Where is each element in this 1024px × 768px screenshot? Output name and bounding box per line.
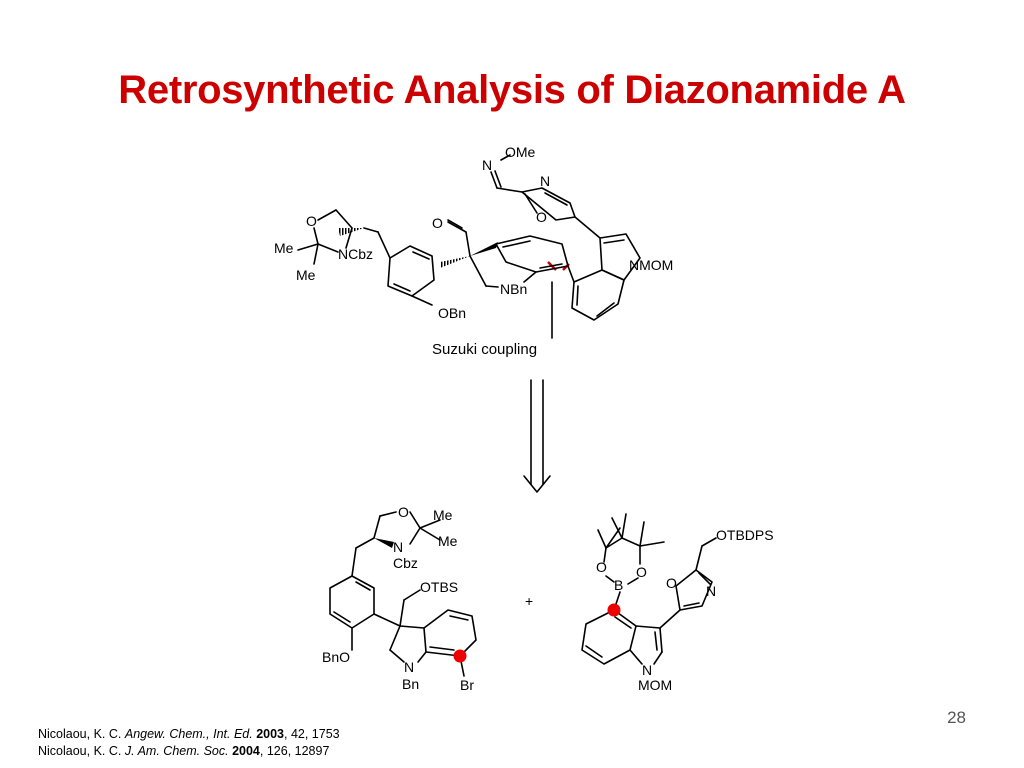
- right-oxazole-n-label: N: [706, 583, 716, 599]
- reference-2-journal: J. Am. Chem. Soc.: [124, 744, 229, 758]
- methyl-label-1: Me: [274, 240, 294, 256]
- page-number: 28: [947, 708, 966, 727]
- boronate-o-label-1: O: [596, 559, 607, 575]
- reference-2: Nicolaou, K. C. J. Am. Chem. Soc. 2004, …: [38, 743, 340, 760]
- slide-title: Retrosynthetic Analysis of Diazonamide A: [118, 68, 906, 112]
- plus-sign: +: [525, 593, 533, 609]
- reference-2-author: Nicolaou, K. C.: [38, 744, 122, 758]
- right-indole-n-label: N: [642, 662, 652, 678]
- ome-label: OMe: [505, 144, 536, 160]
- left-methyl-label-2: Me: [438, 533, 458, 549]
- oxazolidine-o-label: O: [306, 213, 317, 229]
- right-fragment: O O B OTBDPS O N N MOM: [581, 513, 774, 693]
- boron-label: B: [614, 577, 623, 593]
- references: Nicolaou, K. C. Angew. Chem., Int. Ed. 2…: [38, 726, 340, 760]
- oxazole-n-label: N: [540, 173, 550, 189]
- target-molecule: OMe N N O O O Me Me NCbz NBn OBn NMOM: [274, 144, 673, 339]
- otbs-label: OTBS: [420, 579, 458, 595]
- right-oxazole-o-label: O: [666, 575, 677, 591]
- reference-2-year: 2004: [232, 744, 260, 758]
- reference-1-year: 2003: [256, 727, 285, 741]
- reference-1-journal: Angew. Chem., Int. Ed.: [124, 727, 253, 741]
- reference-2-volume-pages: , 126, 12897: [259, 744, 330, 758]
- disconnection-label: Suzuki coupling: [432, 341, 537, 358]
- left-n-label: N: [393, 539, 403, 555]
- bno-label: BnO: [322, 649, 350, 665]
- left-o-label: O: [398, 504, 409, 520]
- nbn-label: NBn: [500, 281, 527, 297]
- mom-label: MOM: [638, 677, 672, 693]
- nmom-label: NMOM: [629, 257, 673, 273]
- retrosynthetic-arrow: [523, 379, 551, 493]
- br-label: Br: [460, 677, 474, 693]
- indoline-n-label: N: [404, 659, 414, 675]
- bn-label: Bn: [402, 676, 419, 692]
- methyl-label-2: Me: [296, 267, 316, 283]
- oxime-n-label: N: [482, 157, 492, 173]
- otbdps-label: OTBDPS: [716, 527, 774, 543]
- oxazole-o-label: O: [536, 209, 547, 225]
- reference-1: Nicolaou, K. C. Angew. Chem., Int. Ed. 2…: [38, 726, 340, 743]
- reference-1-author: Nicolaou, K. C.: [38, 727, 122, 741]
- aldehyde-o-label: O: [432, 215, 443, 231]
- ncbz-label: NCbz: [338, 246, 373, 262]
- boronate-o-label-2: O: [636, 564, 647, 580]
- left-fragment: O Me Me N Cbz OTBS BnO N Bn Br: [322, 504, 477, 693]
- reference-1-volume-pages: , 42, 1753: [284, 727, 340, 741]
- obn-label: OBn: [438, 305, 466, 321]
- left-methyl-label-1: Me: [433, 507, 453, 523]
- cbz-label: Cbz: [393, 555, 418, 571]
